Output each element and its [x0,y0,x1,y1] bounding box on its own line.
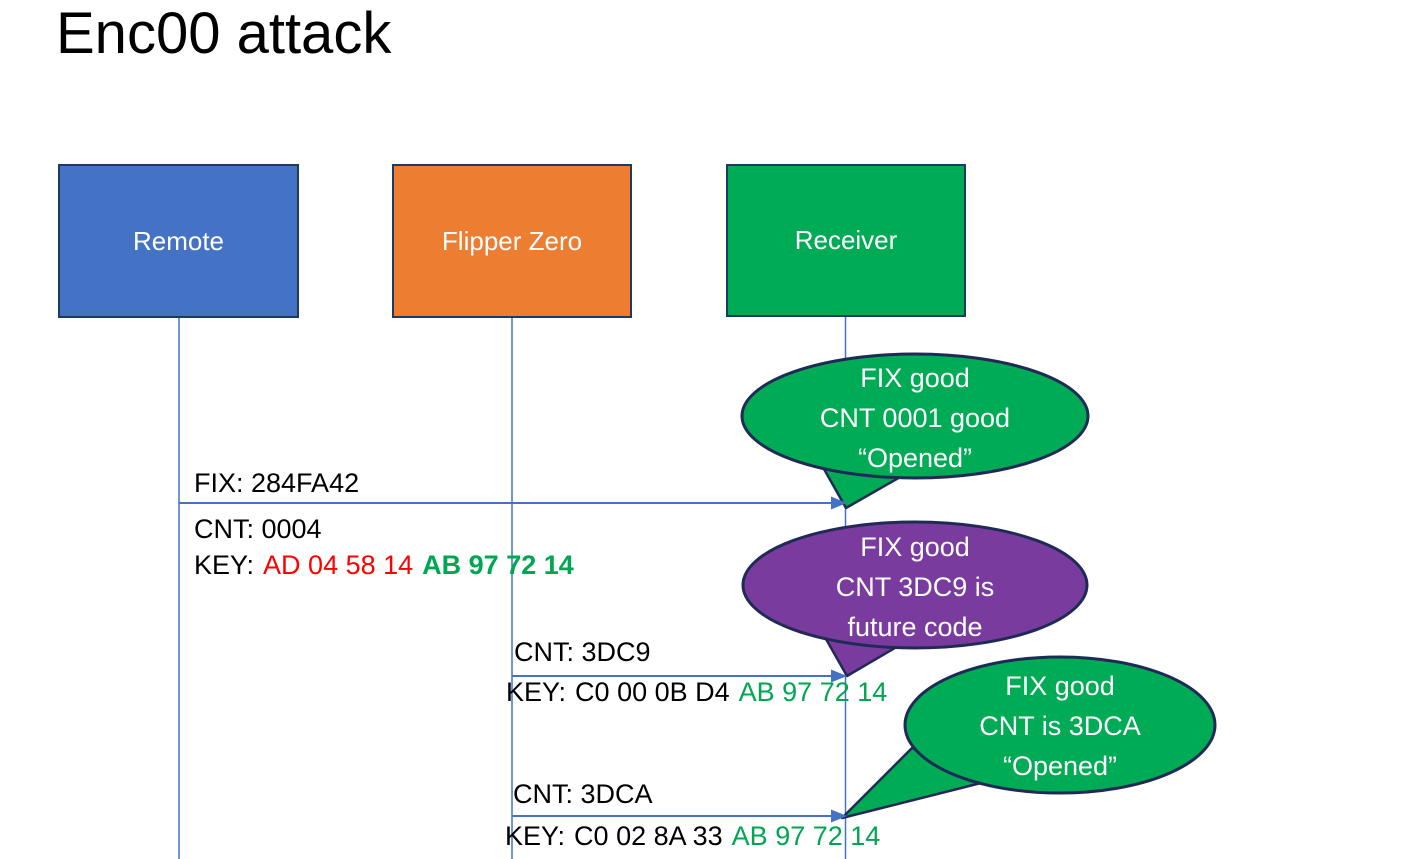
message-3-key-label: KEY: C0 02 8A 33 AB 97 72 14 [505,821,880,852]
callout-3-text: FIX good CNT is 3DCA “Opened” [890,666,1230,786]
slide-title: Enc00 attack [56,1,392,66]
message-2-arrowhead-icon [831,669,847,683]
actor-box-remote: Remote [58,164,299,318]
callout-2-line-3: future code [847,612,983,642]
callout-3-bubble [903,655,1217,795]
actor-box-flipper-zero: Flipper Zero [392,164,632,318]
callout-3-line-3: “Opened” [1002,751,1118,781]
message-1-fix-label: FIX: 284FA42 [194,468,360,498]
callout-1-line-1: FIX good [860,363,970,393]
actor-box-receiver: Receiver [726,164,966,317]
callout-1-line-3: “Opened” [857,443,973,473]
message-3-key-prefix: KEY: [505,821,566,851]
message-2-key-label: KEY: C0 00 0B D4 AB 97 72 14 [506,677,887,708]
message-2-key-old-bytes: C0 00 0B D4 [575,677,730,707]
callout-3-line-1: FIX good [1005,671,1115,701]
message-3-key-new-bytes: AB 97 72 14 [731,821,881,851]
callout-1-bubble [740,352,1090,480]
callout-3-line-2: CNT is 3DCA [979,711,1141,741]
message-3-key-old-bytes: C0 02 8A 33 [574,821,723,851]
message-1-cnt-label: CNT: 0004 [194,514,322,544]
callout-1-line-2: CNT 0001 good [819,403,1011,433]
actor-label-flipper-zero: Flipper Zero [441,225,583,256]
callout-2-line-1: FIX good [860,532,970,562]
callout-1-text: FIX good CNT 0001 good “Opened” [745,358,1085,478]
actor-label-receiver: Receiver [794,225,898,255]
actor-label-remote: Remote [132,225,225,256]
message-1-key-new-bytes: AB 97 72 14 [422,550,574,580]
message-2-key-prefix: KEY: [506,677,567,707]
callout-2-bubble [741,520,1089,650]
callout-2-line-2: CNT 3DC9 is [835,572,995,602]
message-3-cnt-label: CNT: 3DCA [513,779,653,809]
message-1-key-old-bytes: AD 04 58 14 [263,550,414,580]
message-2-cnt-label: CNT: 3DC9 [514,637,651,667]
message-1-key-label: KEY: AD 04 58 14 AB 97 72 14 [194,550,574,581]
message-1-key-prefix: KEY: [194,550,255,580]
message-3-arrowhead-icon [831,809,847,823]
message-1-arrowhead-icon [831,496,847,510]
callout-2-text: FIX good CNT 3DC9 is future code [745,527,1085,647]
message-2-key-new-bytes: AB 97 72 14 [738,677,888,707]
